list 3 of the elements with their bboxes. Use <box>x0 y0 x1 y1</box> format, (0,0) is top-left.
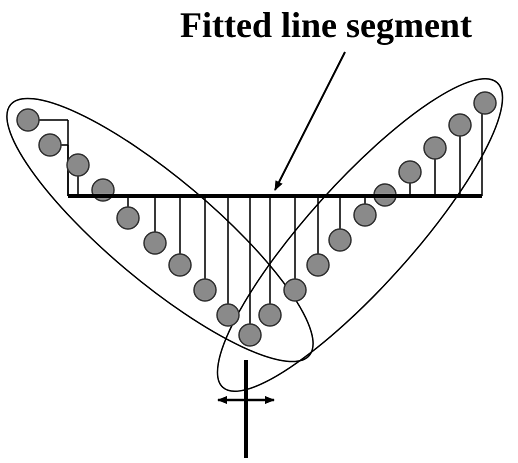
fitted-line <box>68 194 482 198</box>
callout-text: Fitted line segment <box>180 4 472 46</box>
leader-line <box>274 52 346 191</box>
